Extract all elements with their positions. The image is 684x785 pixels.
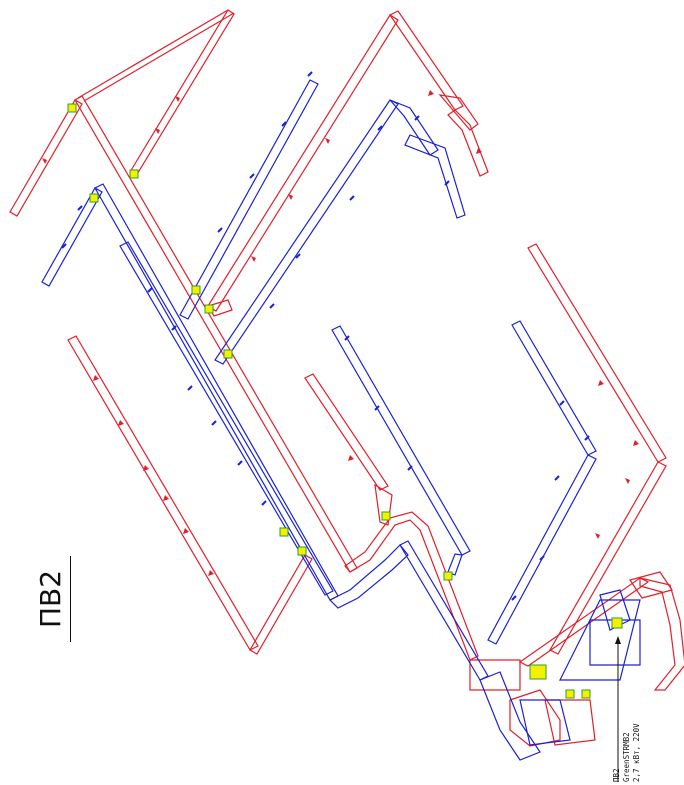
supply-branch-right — [527, 243, 667, 655]
damper-icon — [89, 193, 99, 203]
unit-label-line1: ПВ2 — [612, 768, 621, 782]
damper-icon — [297, 546, 307, 556]
damper-icon — [191, 285, 201, 295]
system-title: ПВ2 — [28, 556, 74, 642]
damper-icon — [443, 571, 453, 581]
exhaust-branch-right — [487, 320, 597, 645]
unit-label-line2: GreenSTRMB2 — [622, 732, 631, 782]
damper-icon — [129, 169, 139, 179]
exhaust-branch-center — [331, 325, 471, 576]
damper-icon — [279, 527, 289, 537]
exhaust-branch-far-left — [41, 183, 339, 601]
damper-icon — [223, 349, 233, 359]
supply-main-trunk — [344, 511, 684, 747]
supply-branch-center-middle — [304, 373, 393, 526]
system-title-text: ПВ2 — [34, 569, 67, 629]
exhaust-branch-upper — [179, 79, 466, 365]
supply-branch-top-left — [9, 9, 358, 573]
damper-icon — [381, 511, 391, 521]
damper-icon — [565, 689, 575, 699]
damper-icon — [581, 689, 591, 699]
exhaust-main-trunk — [328, 540, 641, 761]
supply-duct-network — [9, 9, 684, 747]
exhaust-duct-network — [41, 71, 641, 761]
damper-icon — [67, 103, 77, 113]
supply-branch-left-long — [67, 335, 313, 655]
title-underline — [70, 556, 71, 642]
damper-markers — [67, 103, 623, 699]
damper-icon — [204, 304, 214, 314]
damper-icon — [611, 617, 623, 629]
leader-arrow-icon — [615, 636, 621, 644]
damper-icon — [529, 664, 547, 680]
supply-branch-upper-center — [207, 10, 489, 317]
exhaust-diffusers — [61, 71, 590, 601]
unit-label-line3: 2,7 кВт, 220V — [632, 723, 641, 782]
supply-flow-arrows — [42, 90, 639, 576]
